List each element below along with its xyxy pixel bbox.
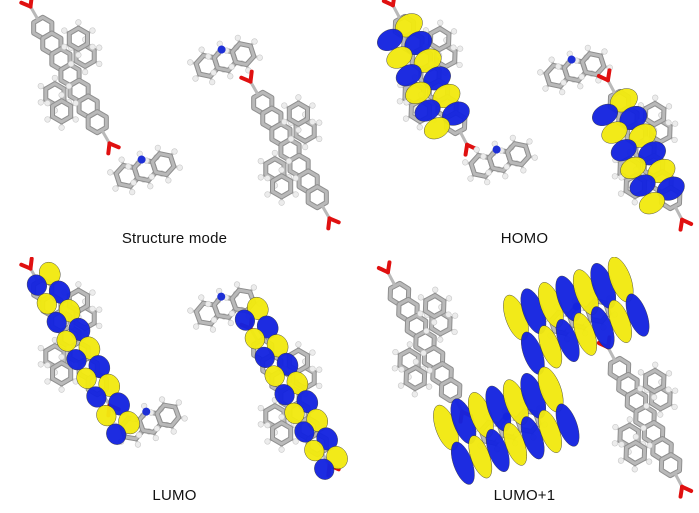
- lumo-plus-1-orbital-top: [503, 257, 650, 375]
- homo-render: [377, 0, 694, 232]
- caption-lumo-plus-1: LUMO+1: [493, 487, 556, 504]
- acridine-top: [187, 34, 263, 86]
- panel-structure-mode: Structure mode: [0, 0, 349, 256]
- panel-lumo: LUMO: [0, 257, 349, 513]
- molecule-left: [19, 0, 121, 156]
- lumo-orbital-right: [234, 296, 348, 480]
- homo-orbital-right: [592, 88, 685, 215]
- acridine-bottom: [107, 144, 183, 196]
- lumo-render: [19, 257, 348, 480]
- homo-orbital-left: [377, 13, 470, 140]
- caption-structure-mode: Structure mode: [121, 230, 228, 247]
- caption-lumo: LUMO: [152, 487, 197, 504]
- molecule-right: [596, 335, 694, 499]
- lumo-plus-1-orbital-bottom: [433, 366, 580, 485]
- caption-homo: HOMO: [500, 230, 549, 247]
- molecule-right: [239, 69, 341, 231]
- structure-render: [19, 0, 341, 231]
- molecule-left: [376, 260, 474, 424]
- lumo-orbital-left: [26, 261, 140, 445]
- lumo-plus-1-render: [376, 257, 694, 499]
- acridine-bottom: [462, 134, 538, 186]
- acridine-top: [537, 44, 613, 96]
- panel-lumo-plus-1: LUMO+1: [350, 257, 699, 513]
- panel-homo: HOMO: [350, 0, 699, 256]
